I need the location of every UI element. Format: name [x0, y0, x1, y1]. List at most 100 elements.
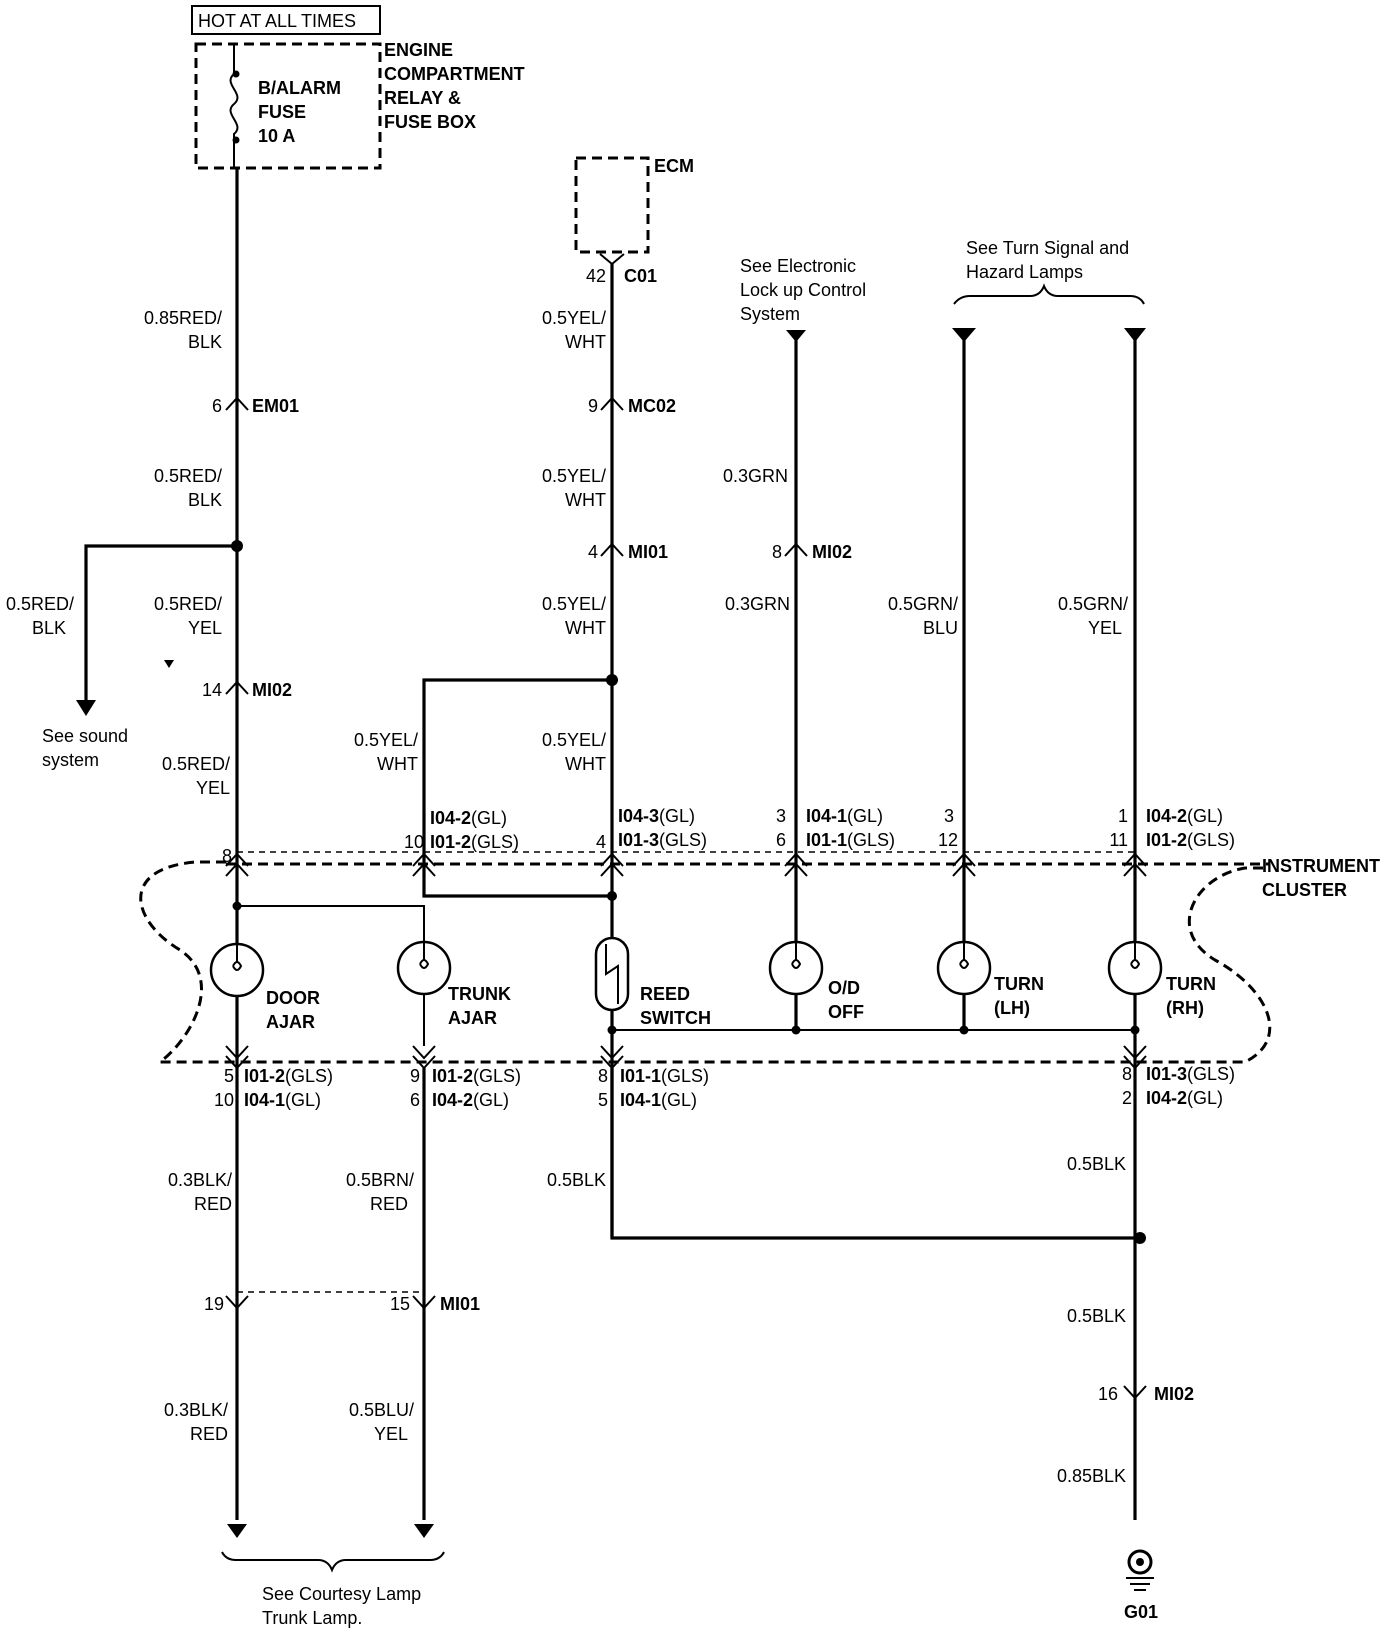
conn-door-exit-gls: I01-2(GLS): [244, 1066, 333, 1086]
connector-mc02-pin: 9: [588, 396, 598, 416]
exit-door: [225, 1045, 249, 1070]
wire-label-05redyel2-b: YEL: [196, 778, 230, 798]
fuse-terminal-top: [232, 70, 240, 78]
fuse-terminal-bottom: [232, 136, 240, 144]
turn-bracket: [953, 283, 1145, 305]
conn-reed-exit-gls: I01-1(GLS): [620, 1066, 709, 1086]
connector-mc02-label: MC02: [628, 396, 676, 416]
courtesy-bracket: [221, 1551, 445, 1573]
label-door-2: AJAR: [266, 1012, 315, 1032]
conn-turn-rh-gl: I04-2(GL): [1146, 806, 1223, 826]
wire-label-05redblk-a: 0.5RED/: [154, 466, 222, 486]
wire-trunk-lower-a: 0.5BRN/: [346, 1170, 414, 1190]
pin-reed-exit-gls: 8: [598, 1066, 608, 1086]
connector-mi01-left: [225, 1295, 249, 1310]
cluster-label-2: CLUSTER: [1262, 880, 1347, 900]
connector-mi01-label: MI01: [440, 1294, 480, 1314]
bulb-turn-lh-filament: [959, 942, 970, 969]
wire-ecm-label1-a: 0.5YEL/: [542, 308, 606, 328]
label-turn-lh-1: TURN: [994, 974, 1044, 994]
wire-door-lower-b: RED: [194, 1194, 232, 1214]
lockup-note-1: See Electronic: [740, 256, 856, 276]
wire-ecm-label3-a: 0.5YEL/: [542, 594, 606, 614]
see-sound-system-1: See sound: [42, 726, 128, 746]
fuse-box-label-4: FUSE BOX: [384, 112, 476, 132]
wire-lockup-label1: 0.3GRN: [723, 466, 788, 486]
connector-mi02-lockup-symbol: [784, 542, 808, 557]
bulb-od-filament: [791, 942, 802, 969]
wire-label-sound-b: BLK: [32, 618, 66, 638]
wire-turn-lh-label-b: BLU: [923, 618, 958, 638]
arrow-courtesy-door: [227, 1524, 247, 1538]
see-courtesy-lamp-1: See Courtesy Lamp: [262, 1584, 421, 1604]
splice-od-ground: [791, 1025, 801, 1035]
connector-mi02-left-pin: 14: [202, 680, 222, 700]
hot-label-box: [191, 5, 381, 35]
conn-trunk-exit-gls: I01-2(GLS): [432, 1066, 521, 1086]
cluster-outline: [139, 860, 1272, 1064]
connector-mi01-top-pin: 4: [588, 542, 598, 562]
wire-label-05redyel-b: YEL: [188, 618, 222, 638]
conn-reed-exit-gl: I04-1(GL): [620, 1090, 697, 1110]
pin-rh-exit-gls: 8: [1122, 1064, 1132, 1084]
conn-reed-top-gl: I04-3(GL): [618, 806, 695, 826]
bulb-trunk-filament: [419, 942, 430, 969]
ecm-outline: [574, 156, 650, 254]
wire-turn-rh-label-a: 0.5GRN/: [1058, 594, 1128, 614]
turn-note-2: Hazard Lamps: [966, 262, 1083, 282]
entry-turn-rh: [1123, 852, 1147, 877]
label-od-2: OFF: [828, 1002, 864, 1022]
connector-mi01-top-label: MI01: [628, 542, 668, 562]
cluster-label-1: INSTRUMENT: [1262, 856, 1380, 876]
reed-switch-contacts: [605, 944, 619, 1004]
pin-turn-rh-gls: 11: [1109, 830, 1128, 850]
entry-door: [225, 852, 249, 877]
fuse-box-label-2: COMPARTMENT: [384, 64, 525, 84]
exit-trunk: [412, 1045, 436, 1070]
label-reed-2: SWITCH: [640, 1008, 711, 1028]
turn-note-1: See Turn Signal and: [966, 238, 1129, 258]
connector-em01-pin: 6: [212, 396, 222, 416]
wire-label-05redyel-a: 0.5RED/: [154, 594, 222, 614]
connector-mi01-right: [412, 1295, 436, 1310]
see-courtesy-lamp-2: Trunk Lamp.: [262, 1608, 362, 1628]
arrow-courtesy-trunk: [414, 1524, 434, 1538]
pin-rh-exit-gl: 2: [1122, 1088, 1132, 1108]
hot-label: HOT AT ALL TIMES: [198, 11, 356, 31]
wire-rh-lower: 0.5BLK: [1067, 1154, 1126, 1174]
bulb-door-filament: [232, 944, 243, 971]
wire-ground-label2: 0.85BLK: [1057, 1466, 1126, 1486]
ecm-c01-label: C01: [624, 266, 657, 286]
small-marker: [164, 660, 174, 668]
wire-door-trunk-link: [237, 905, 425, 1046]
connector-mi01-right-pin: 15: [390, 1294, 410, 1314]
pin-door-exit-gl: 10: [214, 1090, 234, 1110]
pin-od-gls: 6: [776, 830, 786, 850]
wire-ecm-label5-a: 0.5YEL/: [542, 730, 606, 750]
wire-door-bottom-b: RED: [190, 1424, 228, 1444]
conn-od-gls: I01-1(GLS): [806, 830, 895, 850]
splice-lh-ground: [959, 1025, 969, 1035]
lockup-note-2: Lock up Control: [740, 280, 866, 300]
fuse-label-1: B/ALARM: [258, 78, 341, 98]
fuse-label-2: FUSE: [258, 102, 306, 122]
wire-lockup-label2: 0.3GRN: [725, 594, 790, 614]
connector-mi02-left-symbol: [225, 680, 249, 695]
entry-od: [784, 852, 808, 877]
pin-trunk-exit-gls: 9: [410, 1066, 420, 1086]
wire-ecm-label3-b: WHT: [565, 618, 606, 638]
entry-reed: [600, 852, 624, 877]
connector-mi02-ground-label: MI02: [1154, 1384, 1194, 1404]
connector-mc02-symbol: [600, 396, 624, 411]
pin-reed-exit-gl: 5: [598, 1090, 608, 1110]
connector-mi01-left-pin: 19: [204, 1294, 224, 1314]
fuse-symbol: [229, 44, 239, 168]
wire-ecm-branch: [422, 678, 612, 898]
wire-ground-label1: 0.5BLK: [1067, 1306, 1126, 1326]
wire-trunk-bottom-a: 0.5BLU/: [349, 1400, 414, 1420]
wire-trunk-bottom-b: YEL: [374, 1424, 408, 1444]
fuse-box-label-3: RELAY &: [384, 88, 461, 108]
wire-ecm-label2-a: 0.5YEL/: [542, 466, 606, 486]
label-trunk-1: TRUNK: [448, 984, 511, 1004]
